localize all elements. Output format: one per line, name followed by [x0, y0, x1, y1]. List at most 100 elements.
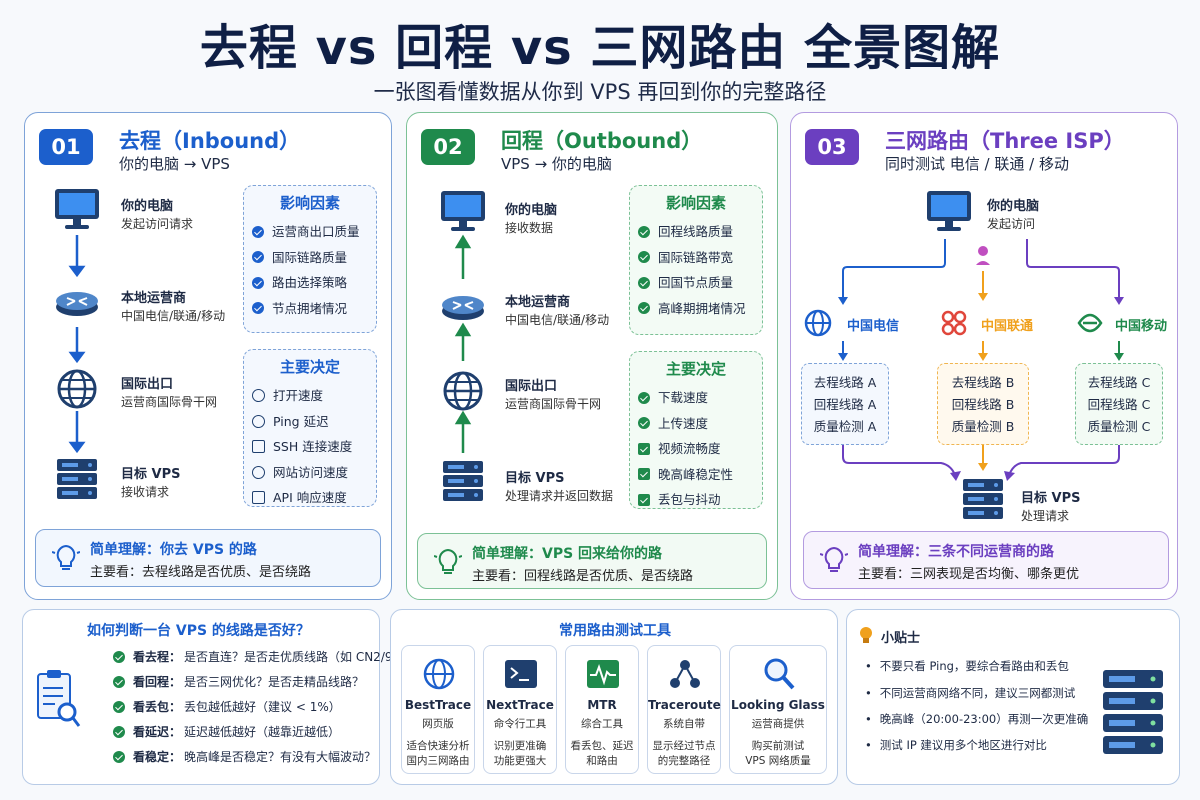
bulb-icon [820, 545, 848, 575]
decide-item: 打开速度 [252, 383, 368, 409]
tip-title: 简单理解：你去 VPS 的路 [90, 542, 257, 558]
flow-arrows [454, 234, 472, 453]
tip-title: 简单理解：三条不同运营商的路 [858, 544, 1054, 560]
decide-item: API 响应速度 [252, 485, 368, 511]
panel-subtitle: VPS → 你的电脑 [501, 155, 612, 173]
china-unicom-icon [941, 310, 967, 336]
check-icon [638, 251, 650, 264]
panel-inbound: 01 去程（Inbound） 你的电脑 → VPS 你的电脑 发起访问请求 本地… [24, 112, 392, 600]
tool-card-besttrace[interactable]: BestTrace 网页版 适合快速分析国内三网路由 [401, 645, 475, 774]
factor-item: 回国节点质量 [638, 270, 754, 296]
server-rack-icon [1103, 670, 1163, 754]
tool-kind: 命令行工具 [493, 718, 547, 730]
flow-arrows [68, 235, 86, 454]
tip-box: 简单理解：三条不同运营商的路 主要看：三网表现是否均衡、哪条更优 [803, 531, 1169, 589]
nodes-icon [670, 660, 700, 688]
server-icon [439, 459, 487, 503]
judge-item: 看稳定：晚高峰是否稳定？有没有大幅波动？ [113, 748, 376, 765]
terminal-icon [252, 440, 265, 454]
tool-name: Traceroute [648, 698, 721, 712]
judge-title: 如何判断一台 VPS 的线路是否好？ [87, 623, 310, 639]
decide-item: 下载速度 [638, 385, 754, 411]
panel-subtitle: 同时测试 电信 / 联通 / 移动 [885, 155, 1069, 173]
judge-item: 看去程：是否直连？是否走优质线路（如 CN2/9929/CMI） [113, 648, 454, 665]
globe-icon [423, 658, 455, 690]
node-title: 本地运营商 [121, 291, 187, 306]
china-mobile-icon [1077, 313, 1103, 333]
tool-desc: 显示经过节点的完整路径 [652, 740, 716, 767]
node-subtitle: 接收请求 [121, 485, 170, 499]
panel-title: 三网路由（Three ISP） [885, 129, 1125, 153]
node-title: 你的电脑 [987, 199, 1040, 214]
tool-kind: 综合工具 [581, 718, 623, 730]
panel-number: 03 [805, 129, 859, 165]
node-subtitle: 中国电信/联通/移动 [121, 309, 226, 323]
tips-title: 小贴士 [881, 631, 921, 646]
decide-item: SSH 连接速度 [252, 434, 368, 460]
tools-title: 常用路由测试工具 [559, 623, 671, 639]
factor-item: 路由选择策略 [252, 270, 368, 296]
check-icon [252, 251, 264, 264]
tool-desc: 看丢包、延迟和路由 [570, 740, 634, 767]
factors-box: 影响因素 回程线路质量 国际链路带宽 回国节点质量 高峰期拥堵情况 [629, 185, 763, 335]
check-icon [113, 675, 125, 688]
decide-item: Ping 延迟 [252, 409, 368, 435]
tool-name: MTR [587, 698, 617, 712]
factor-item: 节点拥堵情况 [252, 296, 368, 322]
isp-flow-lines [838, 239, 1124, 481]
china-telecom-icon [804, 309, 832, 337]
decide-item: 丢包与抖动 [638, 487, 754, 513]
checklist-icon [37, 670, 81, 727]
check-icon [252, 302, 264, 315]
tool-name: NextTrace [486, 698, 554, 712]
panel-outbound: 02 回程（Outbound） VPS → 你的电脑 你的电脑 接收数据 本地运… [406, 112, 778, 600]
isp-name-telecom: 中国电信 [847, 319, 900, 334]
tool-card-traceroute[interactable]: Traceroute 系统自带 显示经过节点的完整路径 [647, 645, 721, 774]
decide-item: 上传速度 [638, 411, 754, 437]
isp-name-unicom: 中国联通 [981, 319, 1034, 334]
panel-number: 02 [421, 129, 475, 165]
factor-item: 运营商出口质量 [252, 219, 368, 245]
decide-item: 视频流畅度 [638, 436, 754, 462]
tool-name: BestTrace [404, 698, 472, 712]
node-title: 本地运营商 [505, 295, 571, 310]
bulb-icon [52, 543, 80, 573]
tip-box: 简单理解：你去 VPS 的路 主要看：去程线路是否优质、是否绕路 [35, 529, 381, 587]
node-title: 你的电脑 [121, 199, 174, 214]
node-title: 国际出口 [121, 377, 174, 392]
tool-card-nexttrace[interactable]: NextTrace 命令行工具 识别更准确功能更强大 [483, 645, 557, 774]
node-subtitle: 运营商国际骨干网 [505, 397, 602, 411]
tool-desc: 识别更准确功能更强大 [493, 740, 547, 767]
download-icon [638, 391, 650, 404]
node-title: 你的电脑 [505, 203, 558, 218]
tip-subtitle: 主要看：回程线路是否优质、是否绕路 [472, 569, 694, 584]
judge-item: 看丢包：丢包越低越好（建议 < 1%） [113, 698, 341, 715]
node-subtitle: 中国电信/联通/移动 [505, 313, 610, 327]
tip-subtitle: 主要看：去程线路是否优质、是否绕路 [90, 565, 312, 580]
terminal-icon [505, 660, 537, 688]
api-icon [252, 491, 265, 505]
decides-title: 主要决定 [665, 360, 726, 378]
speed-icon [252, 389, 265, 403]
node-subtitle: 处理请求并返回数据 [505, 489, 614, 503]
node-title: 目标 VPS [121, 467, 181, 482]
check-icon [113, 700, 125, 713]
node-title: 目标 VPS [1021, 491, 1081, 506]
tool-kind: 网页版 [422, 718, 454, 730]
node-title: 目标 VPS [505, 471, 565, 486]
tool-card-mtr[interactable]: MTR 综合工具 看丢包、延迟和路由 [565, 645, 639, 774]
factors-title: 影响因素 [665, 194, 726, 212]
node-title: 国际出口 [505, 379, 558, 394]
isp-name-mobile: 中国移动 [1115, 319, 1168, 334]
tips-panel: 小贴士 不要只看 Ping，要综合看路由和丢包 不同运营商网络不同，建议三网都测… [846, 609, 1180, 785]
tip-line: 测试 IP 建议用多个地区进行对比 [865, 737, 1047, 753]
factor-item: 国际链路质量 [252, 245, 368, 271]
tool-desc: 适合快速分析国内三网路由 [406, 740, 470, 767]
tip-subtitle: 主要看：三网表现是否均衡、哪条更优 [858, 567, 1080, 582]
panel-number: 01 [39, 129, 93, 165]
factor-item: 回程线路质量 [638, 219, 754, 245]
